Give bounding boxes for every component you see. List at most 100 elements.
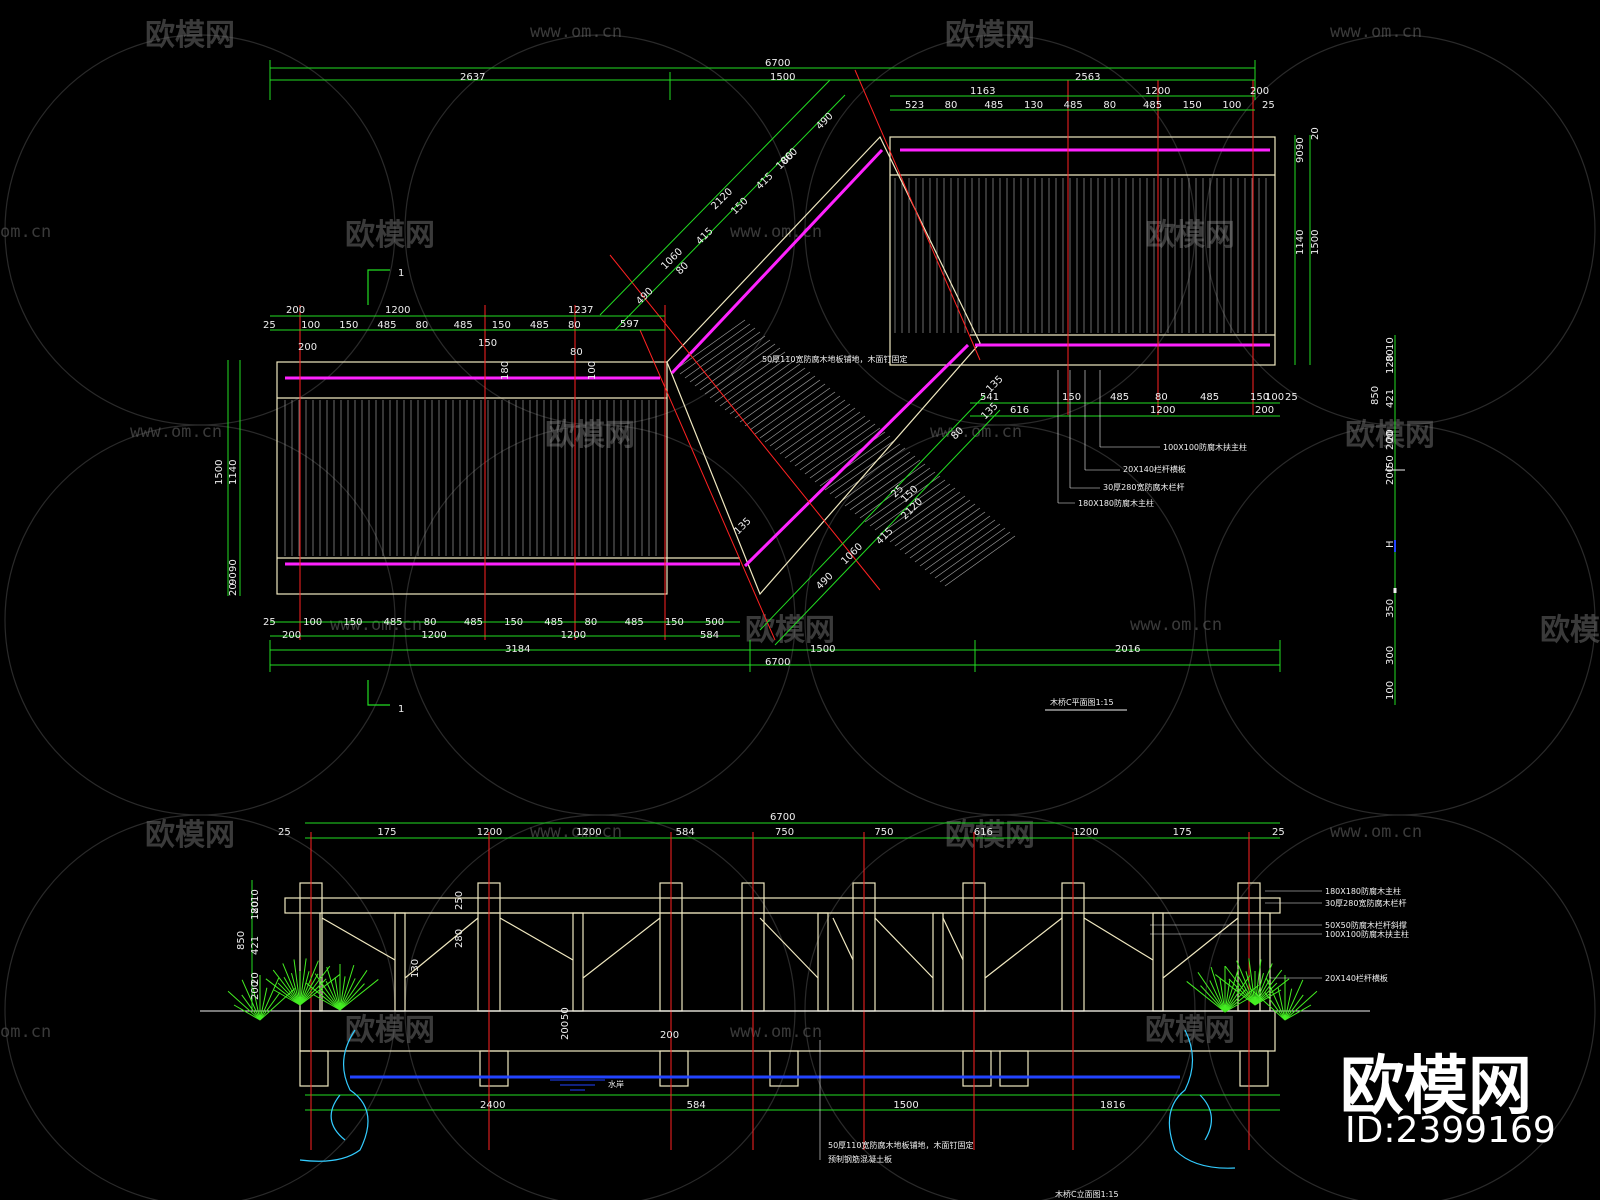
plan-bottom-row-11: 500 — [705, 617, 724, 628]
plan-right-lower-10: 200 — [1255, 405, 1274, 416]
elevation-outline — [284, 882, 1281, 1087]
watermark-url-short-0: om.cn — [0, 222, 51, 242]
elev-left-vert-3: 850 — [236, 931, 247, 950]
plan-diag-7: 415 — [694, 226, 715, 247]
pier-6 — [1239, 1050, 1269, 1087]
plan-bottom-row-2: 150 — [343, 617, 362, 628]
brand-logo-text: 欧模网 — [1340, 1050, 1532, 1124]
elev-right-note-3: 100X100防腐木扶主柱 — [1325, 929, 1409, 939]
plan-right-lower-2: 150 — [1062, 392, 1081, 403]
plan-note-3: 180X180防腐木主柱 — [1078, 498, 1154, 508]
elevation-title: 木桥C立面图1:15 — [1055, 1189, 1119, 1199]
plan-dimension-lines — [227, 60, 1311, 672]
elev-right-note-0: 180X180防腐木主柱 — [1325, 886, 1401, 896]
plan-bottom-row-7: 485 — [544, 617, 563, 628]
watermark-url-7: www.om.cn — [530, 822, 622, 842]
plan-note-1: 20X140栏杆横板 — [1123, 464, 1186, 474]
watermark-brand-8: 欧模网 — [145, 818, 235, 853]
brace-10 — [1162, 917, 1239, 979]
watermark-brand-2: 欧模网 — [345, 218, 435, 253]
watermark-url-9: www.om.cn — [730, 1022, 822, 1042]
side-scale-8: 200 — [1385, 466, 1396, 485]
elev-bottom-note-1: 预制钢筋混凝土板 — [828, 1154, 892, 1164]
watermark-url-8: www.om.cn — [1330, 822, 1422, 842]
elev-inner-4: 50 — [560, 1007, 571, 1020]
watermark-layer: 欧模网欧模网欧模网欧模网欧模网欧模网欧模网欧模网欧模网欧模网欧模网欧模网www.… — [0, 18, 1600, 1048]
elev-bottom-note-0: 50厚110宽防腐木地板铺地，木面钉固定 — [828, 1140, 973, 1150]
plan-left-row-0: 25 — [263, 320, 276, 331]
plan-bottom-row-3: 485 — [384, 617, 403, 628]
watermark-url-1: www.om.cn — [1330, 22, 1422, 42]
plan-title: 木桥C平面图1:15 — [1050, 697, 1114, 707]
brace-8 — [984, 917, 1063, 979]
plan-top-c: 2563 — [1075, 72, 1100, 83]
plan-right-vert-1: 1500 — [1310, 230, 1321, 255]
watermark-url-6: www.om.cn — [1130, 615, 1222, 635]
watermark-brand-1: 欧模网 — [945, 18, 1035, 53]
plan-bottom-sub-0: 200 — [282, 630, 301, 641]
plan-left-row-6: 150 — [492, 320, 511, 331]
elev-top-row-4: 584 — [676, 827, 695, 838]
elev-left-vert-5: 20 — [250, 972, 261, 985]
side-scale-4: 421 — [1385, 389, 1396, 408]
plan-left-vert-4: 20 — [228, 583, 239, 596]
plan-top-a: 2637 — [460, 72, 485, 83]
plan-bottom-row-6: 150 — [504, 617, 523, 628]
plan-right-vert-4: 20 — [1310, 127, 1321, 140]
elev-right-leaders — [1150, 890, 1322, 979]
pier-1 — [479, 1050, 509, 1087]
plan-left-vert-0: 1500 — [214, 460, 225, 485]
elev-inner-3: 200 — [560, 1021, 571, 1040]
plan-left-row-4: 80 — [416, 320, 429, 331]
brace-5 — [832, 917, 854, 961]
side-scale-5: 20 — [1385, 429, 1396, 442]
side-scale-9: H — [1385, 540, 1396, 548]
plan-left-row-1: 100 — [301, 320, 320, 331]
elev-bottom-row-0: 2400 — [480, 1100, 505, 1111]
plan-top-b: 1500 — [770, 72, 795, 83]
pier-0 — [299, 1050, 329, 1087]
plan-left-row-8: 80 — [568, 320, 581, 331]
section-mark-bottom: 1 — [398, 704, 404, 715]
plan-axis-lines — [299, 69, 1254, 641]
watermark-url-0: www.om.cn — [530, 22, 622, 42]
brace-7 — [942, 917, 964, 961]
plan-right-lower-1: 616 — [1010, 405, 1029, 416]
elev-top-total: 6700 — [770, 812, 795, 823]
section-mark-top: 1 — [398, 268, 404, 279]
plan-view: 1 1 6700 2637 1500 2563 1163 1200 200 52… — [214, 58, 1321, 715]
plan-right-vert-3: 90 — [1295, 150, 1306, 163]
elev-top-row-2: 1200 — [477, 827, 502, 838]
elev-inner-0: 250 — [454, 891, 465, 910]
elev-right-notes: 180X180防腐木主柱 30厚280宽防腐木栏杆 50X50防腐木栏杆斜撑100X… — [1325, 886, 1409, 983]
side-scale-0: 10 — [1385, 337, 1396, 350]
plan-top-row-9: 25 — [1262, 100, 1275, 111]
plan-diag-11: 135 — [979, 401, 1000, 422]
plan-left-row-2: 150 — [339, 320, 358, 331]
pier-5 — [999, 1050, 1029, 1087]
watermark-brand-3: 欧模网 — [1145, 218, 1235, 253]
plan-top-row-1: 80 — [945, 100, 958, 111]
plan-right-lower-9: 1200 — [1150, 405, 1175, 416]
sub-post-0 — [394, 912, 406, 1012]
plan-left-row-3: 485 — [377, 320, 396, 331]
elev-top-row-8: 1200 — [1073, 827, 1098, 838]
plan-left-a: 200 — [286, 305, 305, 316]
rock-edges — [299, 1029, 1236, 1169]
plan-bottom-row-9: 485 — [625, 617, 644, 628]
plan-leaders — [1057, 370, 1160, 504]
plan-right-vert-0: 1140 — [1295, 230, 1306, 255]
plan-bottom-row-10: 150 — [665, 617, 684, 628]
plan-top-row-5: 80 — [1103, 100, 1116, 111]
plan-right-lower-4: 80 — [1155, 392, 1168, 403]
plan-bottom-row-1: 100 — [303, 617, 322, 628]
elev-right-note-2: 50X50防腐木栏杆斜撑 — [1325, 920, 1407, 930]
elev-right-note-1: 30厚280宽防腐木栏杆 — [1325, 898, 1406, 908]
